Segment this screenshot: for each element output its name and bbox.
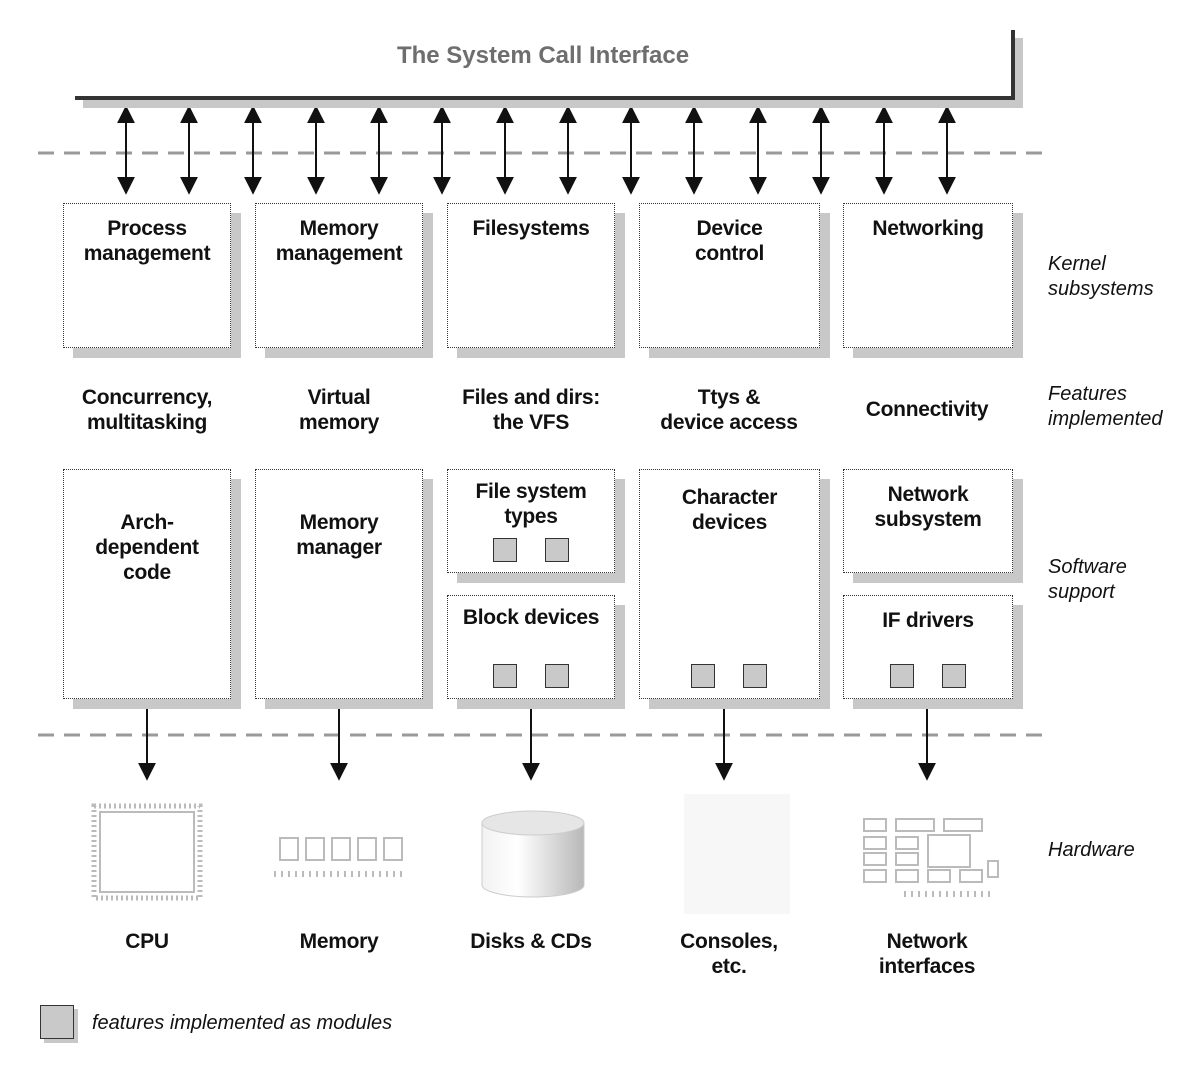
subsystem-device-control: Device control: [639, 203, 820, 348]
subsystem-memory-management: Memory management: [255, 203, 423, 348]
hardware-label-disks: Disks & CDs: [470, 930, 592, 953]
memory-manager-box: Memory manager: [255, 469, 423, 699]
subsystem-label-line1: Memory: [299, 217, 379, 240]
network-subsystem-box: Network subsystem: [843, 469, 1013, 573]
label-features-implemented: Features implemented: [1048, 383, 1163, 430]
hardware-arrows: [138, 700, 936, 781]
module-icon: [545, 664, 569, 688]
module-icon: [890, 664, 914, 688]
subsystem-label-line1: Device: [696, 217, 763, 240]
file-system-types-box: File system types: [447, 469, 615, 573]
label-hardware: Hardware: [1048, 839, 1135, 861]
module-icon: [493, 664, 517, 688]
hardware-label-memory: Memory: [299, 930, 379, 953]
feature-vfs: Files and dirs: the VFS: [462, 386, 600, 434]
block-devices-box: Block devices: [447, 595, 615, 699]
module-icon: [493, 538, 517, 562]
system-call-interface-label: The System Call Interface: [396, 42, 690, 69]
hardware-label-network: Network interfaces: [878, 930, 976, 978]
subsystem-networking: Networking: [843, 203, 1013, 348]
legend-label: features implemented as modules: [92, 1012, 393, 1034]
hardware-label-consoles: Consoles, etc.: [680, 930, 778, 978]
subsystem-label-line2: management: [83, 242, 211, 265]
syscall-arrows: [117, 105, 956, 195]
cpu-icon: [91, 803, 203, 901]
feature-tty-device-access: Ttys & device access: [660, 386, 798, 434]
label-kernel-subsystems: Kernel subsystems: [1048, 253, 1154, 300]
disk-cylinder-icon: [481, 810, 585, 898]
arch-dependent-code-box: Arch- dependent code: [63, 469, 231, 699]
subsystem-label-line1: Process: [107, 217, 187, 240]
feature-concurrency: Concurrency, multitasking: [81, 386, 213, 434]
module-icon: [743, 664, 767, 688]
feature-virtual-memory: Virtual memory: [299, 386, 379, 434]
subsystem-filesystems: Filesystems: [447, 203, 615, 348]
character-devices-box: Character devices: [639, 469, 820, 699]
subsystem-label-line2: management: [275, 242, 403, 265]
hardware-label-cpu: CPU: [125, 930, 169, 953]
label-software-support: Software support: [1048, 556, 1127, 603]
legend-module-icon: [40, 1005, 74, 1039]
console-icon: [684, 794, 790, 914]
network-card-icon: [863, 818, 999, 897]
module-icon: [545, 538, 569, 562]
module-icon: [942, 664, 966, 688]
subsystem-label-line1: Networking: [872, 217, 984, 240]
module-icon: [691, 664, 715, 688]
feature-connectivity: Connectivity: [865, 398, 989, 421]
memory-chip-icon: [274, 837, 406, 877]
system-call-interface: The System Call Interface: [75, 30, 1015, 100]
if-drivers-box: IF drivers: [843, 595, 1013, 699]
subsystem-label-line1: Filesystems: [472, 217, 590, 240]
subsystem-label-line2: control: [694, 242, 765, 265]
subsystem-process-management: Process management: [63, 203, 231, 348]
